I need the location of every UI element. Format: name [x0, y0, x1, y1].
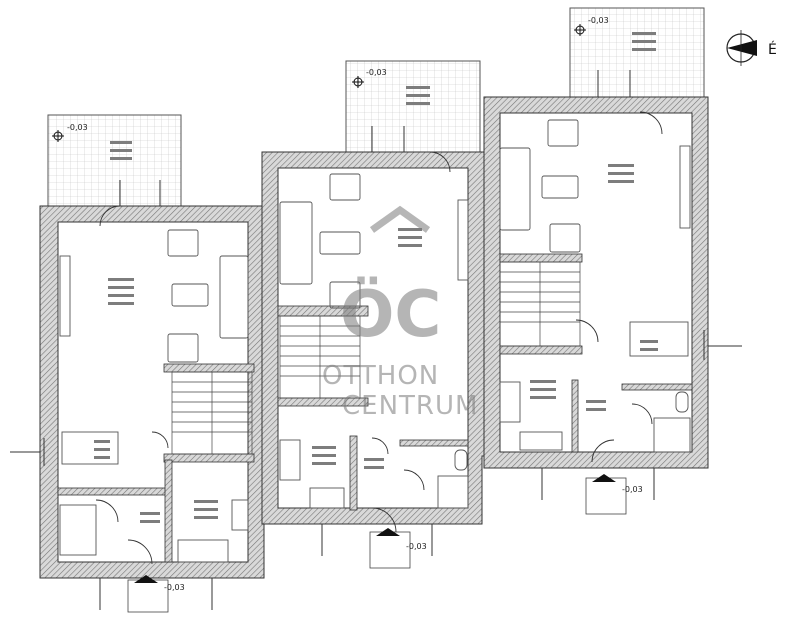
- furniture: [59, 119, 691, 563]
- elevation-label: -0,03: [164, 583, 185, 592]
- elevation-label: -0,03: [67, 123, 88, 132]
- elevation-label: -0,03: [588, 16, 609, 25]
- terrace-left: [47, 114, 182, 209]
- window-markers: [10, 70, 742, 610]
- terrace-right: [569, 7, 705, 101]
- watermark-line2: CENTRUM: [342, 391, 478, 421]
- door-swings: [95, 111, 663, 565]
- elevation-marker: -0,03: [352, 68, 387, 88]
- stair-left: [171, 371, 253, 455]
- elevation-marker: -0,03: [574, 16, 609, 36]
- watermark-logo: ÖC: [340, 276, 441, 352]
- north-label: É: [768, 41, 777, 58]
- watermark: ÖC OTTHON CENTRUM: [322, 205, 478, 421]
- north-arrow: É: [726, 30, 777, 66]
- entry-steps: [127, 477, 627, 613]
- elevation-marker: -0,03: [376, 528, 427, 551]
- stair-middle: [279, 315, 361, 399]
- elevation-marker: -0,03: [134, 575, 185, 592]
- elevation-label: -0,03: [622, 485, 643, 494]
- interior-walls: [57, 253, 693, 563]
- stair-right: [499, 261, 581, 347]
- watermark-line1: OTTHON: [322, 361, 439, 391]
- elevation-marker: -0,03: [52, 123, 88, 142]
- terrace-middle: [345, 60, 481, 157]
- elevation-markers: -0,03 -0,03 -0,03 -0,03 -0,03 -0,03: [52, 16, 643, 592]
- elevation-label: -0,03: [366, 68, 387, 77]
- room-labels-redacted: [94, 32, 658, 523]
- elevation-marker: -0,03: [592, 474, 643, 494]
- elevation-label: -0,03: [406, 542, 427, 551]
